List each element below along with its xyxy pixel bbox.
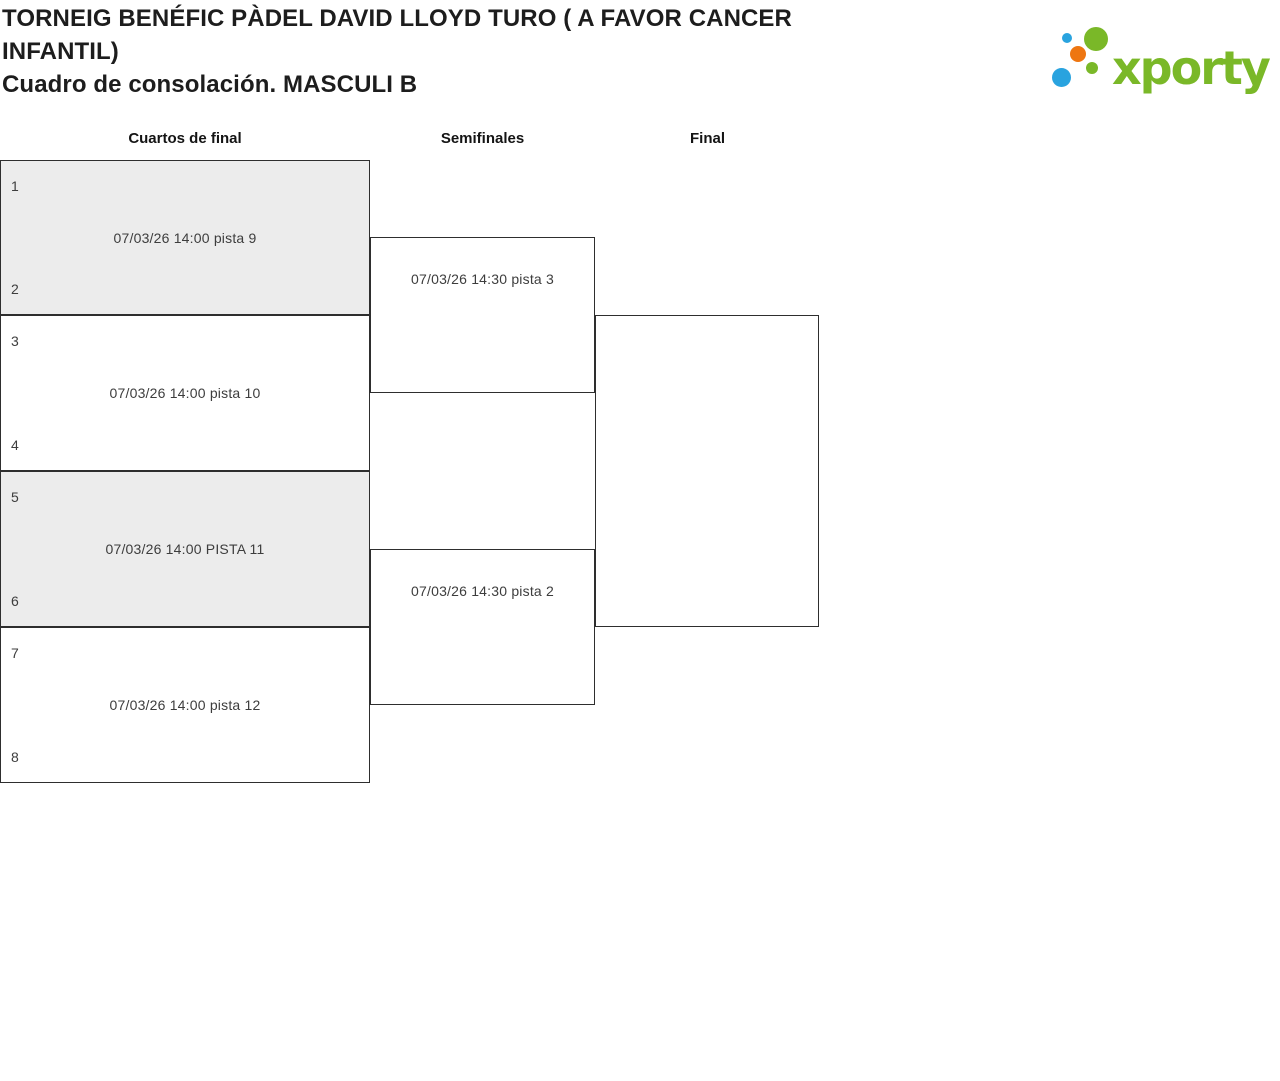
match-sf-2: 07/03/26 14:30 pista 2 [370,549,595,705]
match-schedule: 07/03/26 14:00 PISTA 11 [105,541,265,557]
match-schedule: 07/03/26 14:00 pista 10 [109,385,261,401]
logo-dot-green-large-icon [1084,27,1108,51]
logo-dot-orange-icon [1070,46,1086,62]
match-schedule: 07/03/26 14:30 pista 2 [411,583,554,599]
tournament-title: TORNEIG BENÉFIC PÀDEL DAVID LLOYD TURO (… [2,5,792,65]
xporty-logo[interactable]: xporty [1048,15,1278,95]
seed-number: 7 [11,645,19,661]
seed-number: 2 [11,281,19,297]
seed-number: 8 [11,749,19,765]
seed-number: 6 [11,593,19,609]
logo-wordmark: xporty [1112,41,1271,95]
match-qf-4: 7 07/03/26 14:00 pista 12 8 [0,627,370,783]
match-qf-3: 5 07/03/26 14:00 PISTA 11 6 [0,471,370,627]
match-schedule: 07/03/26 14:00 pista 9 [113,229,257,246]
match-qf-1: 1 07/03/26 14:00 pista 9 2 [0,160,370,315]
seed-number: 5 [11,489,19,505]
match-sf-1: 07/03/26 14:30 pista 3 [370,237,595,393]
logo-dot-green-small-icon [1086,62,1098,74]
bracket-subtitle: Cuadro de consolación. MASCULI B [2,71,418,98]
seed-number: 4 [11,437,19,453]
match-final [595,315,819,627]
page-header: TORNEIG BENÉFIC PÀDEL DAVID LLOYD TURO (… [2,2,912,101]
match-schedule: 07/03/26 14:30 pista 3 [411,271,554,287]
logo-dot-blue-small-icon [1062,33,1072,43]
seed-number: 3 [11,333,19,349]
seed-number: 1 [11,178,19,194]
logo-dot-blue-large-icon [1052,68,1071,87]
round-header-cuartos: Cuartos de final [128,130,242,147]
round-header-semifinales: Semifinales [440,130,525,147]
round-header-final: Final [689,130,725,147]
match-schedule: 07/03/26 14:00 pista 12 [109,697,261,713]
match-qf-2: 3 07/03/26 14:00 pista 10 4 [0,315,370,471]
